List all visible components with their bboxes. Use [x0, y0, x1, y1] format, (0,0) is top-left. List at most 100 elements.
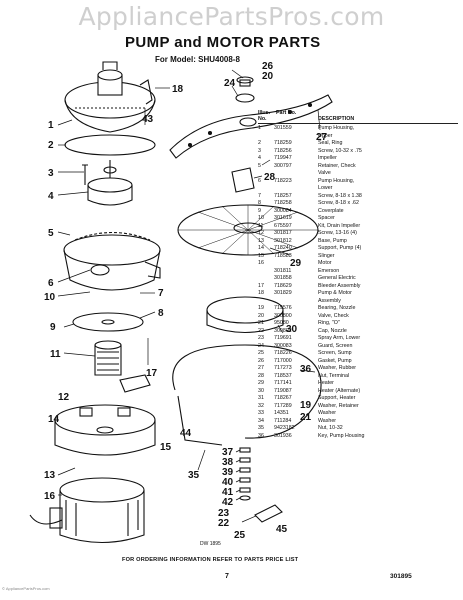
table-cell-description: Support, Pump (4) [318, 245, 362, 251]
callout-13: 13 [44, 470, 56, 481]
pump-base-drawing [54, 404, 156, 456]
table-cell-part-no: 301619 [274, 215, 292, 221]
table-cell-part-no: 719087 [274, 387, 292, 394]
callout-27: 27 [316, 132, 328, 143]
table-cell-description: Valve, Check [318, 312, 349, 319]
table-cell-description: Base, Pump [318, 237, 347, 244]
table-cell-description: Screw, 8-18 x 1.38 [318, 192, 362, 199]
table-cell-part-no: 301811 [274, 267, 292, 274]
table-row: 7 718257 Screw, 8-18 x 1.38 [258, 192, 458, 201]
check-valve-drawing [235, 76, 255, 103]
table-cell-part-no: 95080 [274, 320, 289, 326]
table-cell-illus-no: 22 [258, 327, 264, 334]
table-cell-part-no: 717141 [274, 380, 292, 386]
table-cell-description: Screw, 10-32 x .75 [318, 147, 362, 154]
table-cell-illus-no: 35 [258, 425, 264, 431]
pump-housing-lower-drawing [63, 232, 161, 291]
guard-drawing [231, 167, 255, 193]
table-cell-description: Spray Arm, Lower [318, 335, 361, 341]
table-cell-part-no: 300800 [274, 312, 292, 319]
callout-16: 16 [44, 491, 56, 502]
callout-41: 41 [222, 487, 234, 498]
callout-9: 9 [50, 322, 56, 333]
table-cell-illus-no: 2 [258, 140, 261, 146]
table-cell-illus-no: 24 [258, 342, 264, 349]
table-cell-part-no: 718583 [274, 252, 292, 259]
table-cell-part-no: 301559 [274, 125, 292, 131]
table-cell-description: Gasket, Pump [318, 357, 352, 364]
table-cell-part-no: 717273 [274, 365, 292, 371]
table-cell-illus-no: 7 [258, 192, 261, 199]
table-cell-description: Washer, Retainer [318, 402, 359, 409]
table-cell-description: Pump Housing, [318, 177, 355, 184]
callout-28: 28 [264, 172, 276, 183]
table-cell-description: Nut, 10-32 [318, 425, 343, 431]
pump-gasket-drawing [206, 296, 284, 333]
watermark: AppliancePartsPros.com [78, 2, 385, 31]
header-part-no: Part No. [276, 110, 297, 116]
model-label: For Model: SHU4008-8 [155, 55, 240, 64]
ordering-footer: FOR ORDERING INFORMATION REFER TO PARTS … [122, 557, 299, 563]
table-cell-description: Upper [318, 132, 333, 139]
callout-25: 25 [234, 530, 246, 541]
table-cell-description: Lower [318, 185, 333, 191]
table-row: Assembly [258, 297, 458, 306]
table-cell-description: Bleeder Assembly [318, 282, 361, 289]
callout-11: 11 [50, 349, 61, 360]
table-cell-illus-no: 23 [258, 335, 264, 341]
coverplate-drawing [72, 312, 144, 332]
table-cell-illus-no: 5 [258, 162, 261, 169]
table-row: 301811 Emerson [258, 267, 458, 276]
table-cell-illus-no: 17 [258, 282, 264, 289]
table-cell-illus-no: 10 [258, 215, 264, 221]
table-cell-part-no: 300083 [274, 342, 292, 349]
table-cell-part-no: 718223 [274, 177, 292, 184]
table-row: 26 717000 Gasket, Pump [258, 357, 458, 366]
table-cell-description: Heater [318, 380, 334, 386]
table-cell-part-no: 717000 [274, 357, 292, 364]
bleeder-drawing [254, 504, 283, 523]
spray-arm-drawing [169, 94, 333, 159]
table-cell-description: Screen, Sump [318, 350, 352, 356]
terminal-hardware-drawing [239, 447, 251, 501]
key-bracket-drawing [139, 79, 153, 105]
table-cell-part-no: 718257 [274, 192, 292, 199]
callout-43: 43 [142, 114, 154, 125]
page-title: PUMP and MOTOR PARTS [125, 34, 321, 51]
callout-18: 18 [172, 84, 184, 95]
table-cell-description: Emerson [318, 267, 340, 274]
table-cell-description: Assembly [318, 297, 341, 304]
callout-17: 17 [146, 368, 158, 379]
table-cell-illus-no: 26 [258, 357, 264, 364]
table-cell-illus-no: 11 [258, 222, 264, 229]
table-cell-illus-no: 18 [258, 290, 264, 296]
callout-30: 30 [286, 324, 298, 335]
table-cell-illus-no: 34 [258, 417, 264, 424]
table-cell-description: Screw, 13-16 (4) [318, 230, 357, 236]
callout-12: 12 [58, 392, 70, 403]
callout-21: 21 [300, 412, 312, 423]
drawing-number: DW 1895 [200, 541, 221, 547]
table-cell-illus-no: 29 [258, 380, 264, 386]
